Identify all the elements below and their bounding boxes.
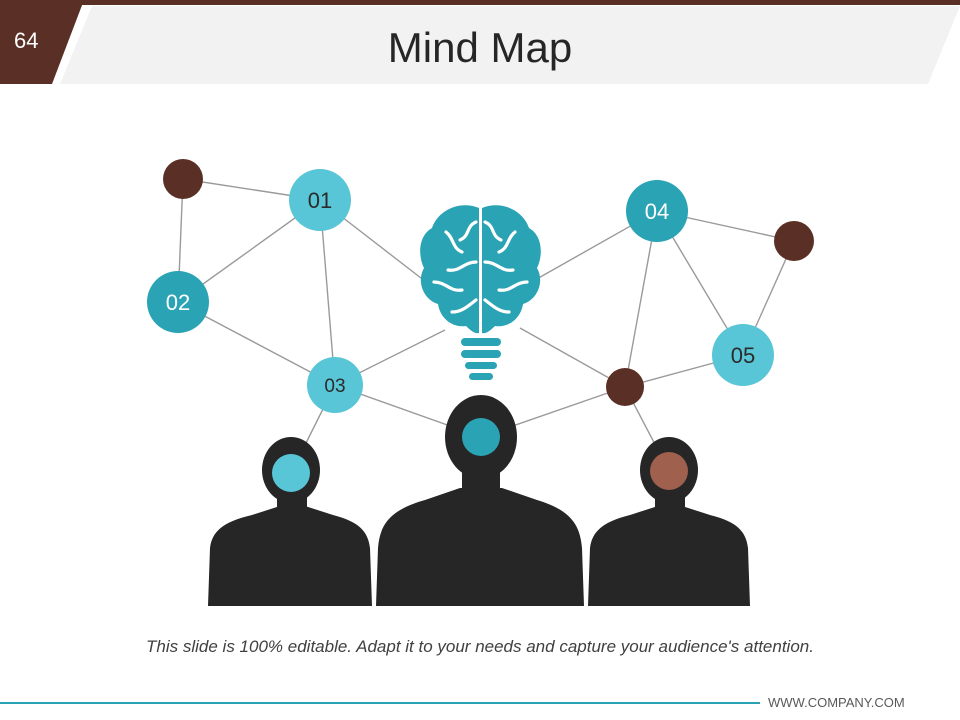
slide-title: Mind Map <box>387 24 573 71</box>
footer-website: WWW.COMPANY.COM <box>768 695 905 710</box>
person-center-silhouette <box>376 395 584 606</box>
head-dot-center <box>462 418 500 456</box>
node-02: 02 <box>147 271 209 333</box>
top-accent-rule <box>0 0 960 5</box>
node-01-label: 01 <box>308 188 332 213</box>
junction-node-right <box>774 221 814 261</box>
node-02-label: 02 <box>166 290 190 315</box>
title-band <box>60 6 960 84</box>
head-dot-left <box>272 454 310 492</box>
junction-node-center <box>606 368 644 406</box>
footer-rule <box>0 702 760 704</box>
node-04: 04 <box>626 180 688 242</box>
person-left-silhouette <box>208 437 372 606</box>
brain-lightbulb-icon <box>420 205 541 380</box>
node-01: 01 <box>289 169 351 231</box>
people-silhouettes <box>208 395 750 606</box>
node-05: 05 <box>712 324 774 386</box>
node-04-label: 04 <box>645 199 669 224</box>
head-dot-right <box>650 452 688 490</box>
node-03-label: 03 <box>324 376 345 397</box>
node-05-label: 05 <box>731 343 755 368</box>
node-03: 03 <box>307 357 363 413</box>
slide-number: 64 <box>14 28 39 53</box>
slide-caption: This slide is 100% editable. Adapt it to… <box>146 637 814 656</box>
junction-node-top-left <box>163 159 203 199</box>
